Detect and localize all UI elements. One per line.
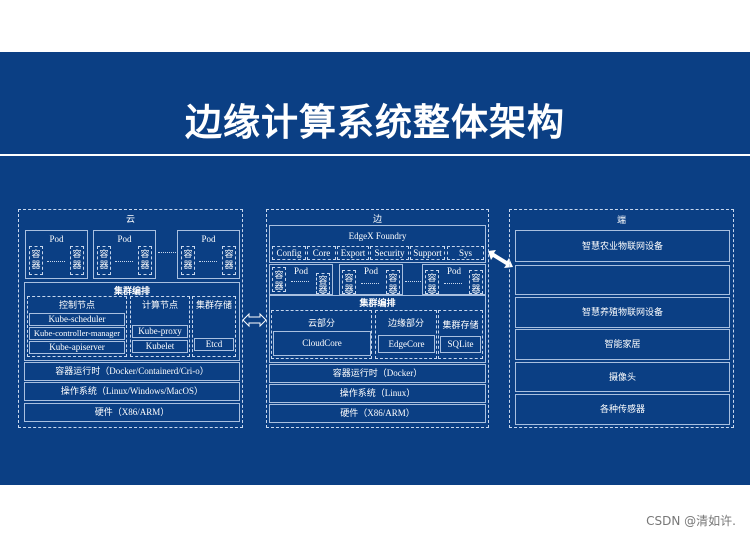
kubelet: Kubelet bbox=[132, 340, 188, 353]
container: 容器 bbox=[181, 246, 195, 275]
cloud-hardware: 硬件（X86/ARM） bbox=[24, 403, 240, 422]
orchestration-label: 集群编排 bbox=[359, 298, 396, 308]
edge-pod: Pod 容器 容器 bbox=[339, 264, 403, 295]
device-item: 各种传感器 bbox=[515, 394, 730, 425]
container: 容器 bbox=[342, 270, 356, 294]
device-item: 摄像头 bbox=[515, 362, 730, 392]
edge-orchestration: 集群编排 bbox=[269, 295, 486, 363]
edge-panel: 边 bbox=[266, 209, 489, 428]
page-title: 边缘计算系统整体架构 bbox=[185, 101, 565, 144]
cloud-panel: 云 bbox=[18, 209, 243, 428]
module-config: Config bbox=[272, 246, 306, 260]
kube-scheduler: Kube-scheduler bbox=[29, 313, 125, 326]
container: 容器 bbox=[469, 270, 483, 294]
slide-background bbox=[0, 52, 750, 485]
double-arrow-filled-icon bbox=[488, 250, 513, 268]
watermark: CSDN @清如许. bbox=[646, 514, 736, 528]
device-item: 智慧农业物联网设备 bbox=[515, 230, 730, 262]
edge-pod: Pod 容器 容器 bbox=[422, 264, 486, 295]
container: 容器 bbox=[222, 246, 236, 275]
device-item: 智慧养殖物联网设备 bbox=[515, 297, 730, 328]
device-item: 智能家居 bbox=[515, 329, 730, 360]
container: 容器 bbox=[70, 246, 84, 275]
cloud-pod: Pod 容器 容器 bbox=[93, 230, 156, 279]
cloud-pod: Pod 容器 容器 bbox=[25, 230, 88, 279]
edgex-foundry: EdgeX Foundry bbox=[269, 225, 486, 263]
edge-part-label: 边缘部分 bbox=[387, 318, 424, 328]
container: 容器 bbox=[138, 246, 152, 275]
sqlite: SQLite bbox=[440, 336, 481, 353]
ellipsis-dots bbox=[361, 283, 379, 284]
container: 容器 bbox=[29, 246, 43, 275]
cloud-runtime: 容器运行时（Docker/Containerd/Cri-o） bbox=[24, 362, 240, 381]
kube-apiserver: Kube-apiserver bbox=[29, 341, 125, 354]
cloud-pod: Pod 容器 容器 bbox=[177, 230, 240, 279]
storage-label: 集群存储 bbox=[195, 300, 232, 310]
edge-part: 边缘部分 bbox=[375, 310, 437, 359]
cloud-storage: 集群存储 bbox=[192, 296, 236, 357]
ellipsis-dots bbox=[158, 252, 176, 253]
storage-label: 集群存储 bbox=[442, 320, 479, 330]
pod-label: Pod bbox=[446, 266, 461, 276]
edge-title: 边 bbox=[372, 214, 382, 224]
cloud-os: 操作系统（Linux/Windows/MacOS） bbox=[24, 382, 240, 401]
ellipsis-dots bbox=[115, 261, 133, 262]
etcd: Etcd bbox=[194, 338, 234, 351]
container: 容器 bbox=[97, 246, 111, 275]
pod-label: Pod bbox=[293, 266, 308, 276]
module-support: Support bbox=[410, 246, 445, 260]
device-title: 端 bbox=[616, 215, 626, 225]
container: 容器 bbox=[386, 270, 400, 294]
module-sys: Sys bbox=[447, 246, 484, 260]
ellipsis-dots bbox=[444, 283, 462, 284]
control-node-label: 控制节点 bbox=[58, 300, 95, 310]
cloud-title: 云 bbox=[125, 214, 135, 224]
module-export: Export bbox=[337, 246, 369, 260]
cloud-part: 云部分 bbox=[271, 310, 372, 359]
edge-pod: Pod 容器 容器 bbox=[269, 264, 333, 295]
cloud-orchestration: 集群编排 bbox=[24, 282, 240, 361]
cloud-part-label: 云部分 bbox=[307, 318, 335, 328]
kube-proxy: Kube-proxy bbox=[132, 325, 188, 338]
double-arrow-outline-icon bbox=[242, 312, 267, 328]
container: 容器 bbox=[272, 267, 286, 292]
edge-os: 操作系统（Linux） bbox=[269, 384, 486, 403]
container: 容器 bbox=[316, 273, 330, 294]
device-panel: 端 bbox=[509, 209, 734, 428]
title-divider bbox=[0, 154, 750, 156]
ellipsis-dots bbox=[291, 281, 309, 282]
kube-controller-manager: Kube-controller-manager bbox=[29, 327, 125, 340]
container: 容器 bbox=[425, 270, 439, 294]
ellipsis-dots bbox=[405, 281, 421, 282]
pod-label: Pod bbox=[117, 234, 132, 244]
device-item bbox=[515, 265, 730, 295]
edge-storage: 集群存储 bbox=[438, 310, 483, 359]
edgex-label: EdgeX Foundry bbox=[348, 231, 407, 241]
pod-label: Pod bbox=[363, 266, 378, 276]
edge-hardware: 硬件（X86/ARM） bbox=[269, 404, 486, 423]
edgecore: EdgeCore bbox=[378, 335, 435, 353]
orchestration-label: 集群编排 bbox=[113, 286, 150, 296]
control-node: 控制节点 bbox=[27, 296, 127, 357]
module-core: Core bbox=[307, 246, 336, 260]
ellipsis-dots bbox=[47, 261, 65, 262]
module-security: Security bbox=[370, 246, 409, 260]
compute-node: 计算节点 bbox=[130, 296, 190, 357]
pod-label: Pod bbox=[201, 234, 216, 244]
ellipsis-dots bbox=[199, 261, 217, 262]
compute-node-label: 计算节点 bbox=[141, 300, 178, 310]
cloudcore: CloudCore bbox=[273, 331, 371, 356]
edge-runtime: 容器运行时（Docker） bbox=[269, 364, 486, 383]
pod-label: Pod bbox=[49, 234, 64, 244]
